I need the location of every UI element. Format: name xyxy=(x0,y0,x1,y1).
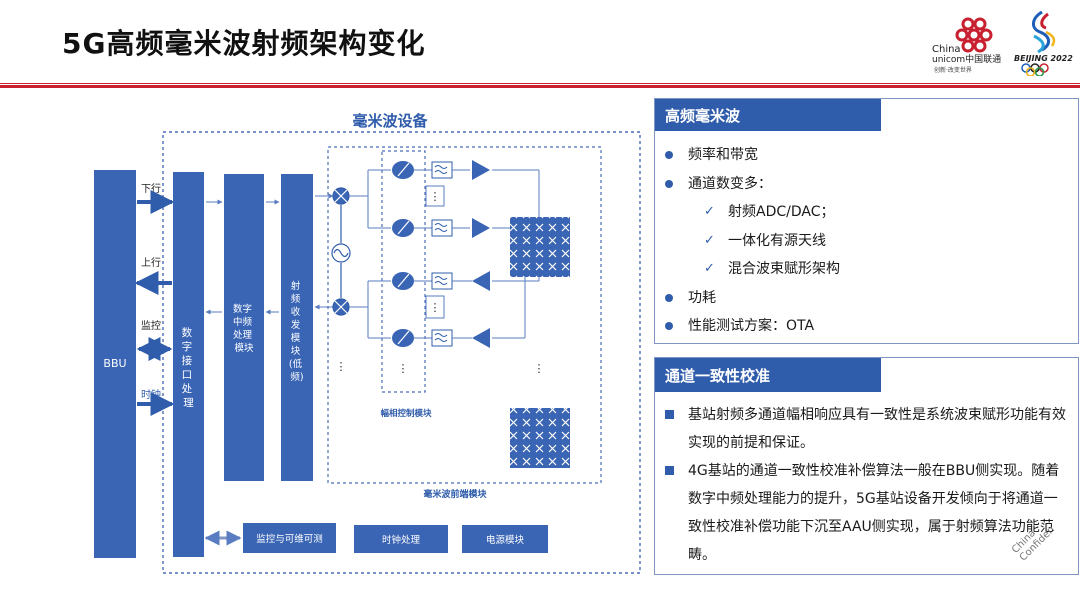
bullet-square xyxy=(665,466,674,475)
monitor-module-label: 监控与可维可测 xyxy=(256,533,323,545)
ellipsis-phase: ⋮ xyxy=(398,362,409,375)
panel-mmwave-header: 高频毫米波 xyxy=(655,99,881,131)
unicom-text-name: unicom中国联通 xyxy=(932,53,1001,65)
monitor-label: 监控 xyxy=(141,319,161,332)
digital-interface-label: 数 字 接 口 处 理 xyxy=(182,326,196,409)
list-item: ✓ 一体化有源天线 xyxy=(662,227,1062,256)
lna-2 xyxy=(472,328,490,348)
pa-1 xyxy=(472,160,490,180)
digital-if-label: 数字 中频 处理 模块 xyxy=(233,303,255,354)
ellipsis-box-rx xyxy=(425,295,445,319)
list-item: 功耗 xyxy=(662,284,1062,313)
pa-2 xyxy=(472,218,490,238)
bbu-block xyxy=(94,170,136,558)
lna-1 xyxy=(472,271,490,291)
list-item: 4G基站的通道一致性校准补偿算法一般在BBU侧实现。随着数字中频处理能力的提升，… xyxy=(662,457,1070,569)
power-module-block xyxy=(462,525,548,553)
list-item-text: 频率和带宽 xyxy=(688,147,758,163)
panel-mmwave-box xyxy=(654,98,1079,344)
list-item: 基站射频多通道幅相响应具有一致性是系统波束赋形功能有效实现的前提和保证。 xyxy=(662,401,1070,457)
ellipsis-rx: ⋮ xyxy=(430,301,441,314)
ellipsis-box-tx xyxy=(425,185,445,207)
beijing-text: BEIJING 2022 xyxy=(1014,54,1073,63)
bullet-dot xyxy=(665,293,673,302)
check-icon: ✓ xyxy=(704,261,715,276)
bullet-dot xyxy=(665,322,673,330)
rf-transceiver-block xyxy=(281,174,313,481)
filter-1 xyxy=(431,161,453,179)
panel-mmwave-title: 高频毫米波 xyxy=(665,106,741,125)
filter-2 xyxy=(431,219,453,237)
clock-module-block xyxy=(354,525,448,553)
mmwave-frontend-label: 毫米波前端模块 xyxy=(423,488,487,500)
ellipsis-tx: ⋮ xyxy=(430,190,441,203)
check-icon: ✓ xyxy=(704,204,715,219)
unicom-slogan: 创新·改变世界 xyxy=(934,66,972,74)
list-item: 性能测试方案：OTA xyxy=(662,312,1062,341)
panel-calibration-box xyxy=(654,357,1079,575)
slide-title: 5G高频毫米波射频架构变化 xyxy=(62,27,426,60)
digital-interface-block xyxy=(173,172,204,557)
panel-mmwave-list: 频率和带宽 通道数变多： ✓ 射频ADC/DAC； ✓ 一体化有源天线 ✓ 混合… xyxy=(662,141,1062,341)
list-item-text: 功耗 xyxy=(688,289,716,306)
bullet-dot xyxy=(665,179,673,188)
filter-3 xyxy=(431,272,453,290)
ellipsis-antenna: ⋮ xyxy=(534,362,545,375)
power-module-label: 电源模块 xyxy=(486,534,525,546)
amp-phase-control-label: 幅相控制模块 xyxy=(380,408,432,419)
bullet-dot xyxy=(665,151,673,159)
uplink-label: 上行 xyxy=(141,256,161,269)
list-item-text: 基站射频多通道幅相响应具有一致性是系统波束赋形功能有效实现的前提和保证。 xyxy=(688,407,1066,451)
mmwave-device-title: 毫米波设备 xyxy=(352,112,428,130)
rf-transceiver-label: 射 频 收 发 模 块 (低 频) xyxy=(289,280,305,383)
filters xyxy=(431,161,453,347)
list-item-text: 混合波束赋形架构 xyxy=(728,261,840,277)
list-item: 通道数变多： xyxy=(662,170,1062,199)
list-item: ✓ 射频ADC/DAC； xyxy=(662,198,1062,227)
bullet-square xyxy=(665,410,674,419)
list-item-text: 射频ADC/DAC； xyxy=(728,204,835,220)
amp-phase-control-box xyxy=(381,150,426,393)
bbu-label: BBU xyxy=(103,357,126,370)
check-icon: ✓ xyxy=(704,232,715,248)
panel-calibration-list: 基站射频多通道幅相响应具有一致性是系统波束赋形功能有效实现的前提和保证。 4G基… xyxy=(662,401,1070,569)
list-item-text: 通道数变多： xyxy=(688,175,772,192)
china-unicom-logo: China unicom中国联通 创新·改变世界 xyxy=(932,17,1001,74)
mmwave-frontend-box xyxy=(327,146,602,484)
ellipsis-mixer: ⋮ xyxy=(336,360,347,373)
monitor-module-block xyxy=(243,523,336,553)
downlink-label: 下行 xyxy=(141,182,161,195)
title-divider-thick xyxy=(0,85,1080,88)
panel-calibration-header: 通道一致性校准 xyxy=(655,358,881,392)
panel-calibration-title: 通道一致性校准 xyxy=(665,366,771,385)
filter-4 xyxy=(431,329,453,347)
list-item-text: 性能测试方案：OTA xyxy=(688,318,815,334)
clock-label: 时钟 xyxy=(141,388,161,401)
clock-module-label: 时钟处理 xyxy=(382,534,421,546)
list-item-text: 4G基站的通道一致性校准补偿算法一般在BBU侧实现。随着数字中频处理能力的提升，… xyxy=(688,463,1060,563)
title-divider-thin xyxy=(0,83,1080,84)
list-item-text: 一体化有源天线 xyxy=(728,232,826,249)
list-item: ✓ 混合波束赋形架构 xyxy=(662,255,1062,284)
unicom-text-china: China xyxy=(932,44,961,55)
beijing-2022-logo: BEIJING 2022 xyxy=(1014,10,1073,76)
digital-if-block xyxy=(224,174,264,481)
list-item: 频率和带宽 xyxy=(662,141,1062,170)
